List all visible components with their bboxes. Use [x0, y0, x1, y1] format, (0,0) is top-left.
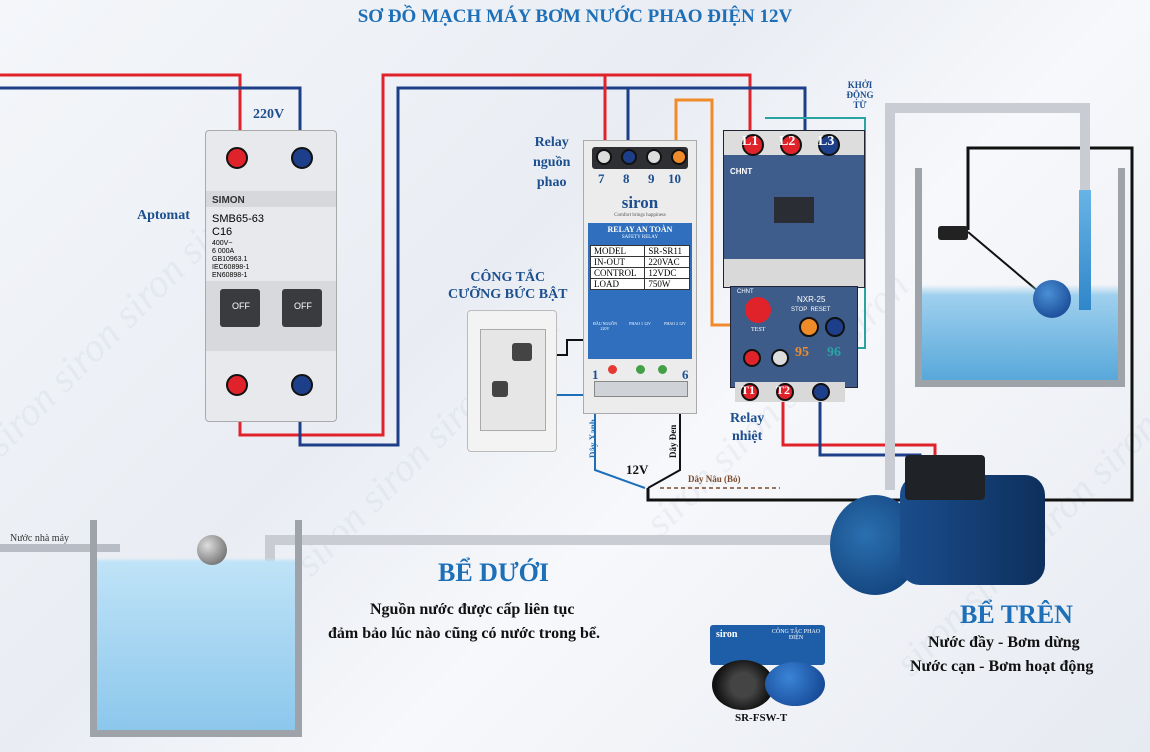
aptomat-label: Aptomat — [137, 208, 190, 223]
product-brand: siron — [716, 629, 738, 640]
contactor-label: KHỞI ĐỘNG TỪ — [846, 80, 874, 110]
terminal-L1-label: L1 — [742, 134, 759, 149]
breaker-toggle-1[interactable]: OFF — [220, 289, 260, 327]
upper-tank-desc-1: Nước đầy - Bơm dừng — [928, 634, 1080, 651]
switch-socket-icon — [492, 381, 508, 397]
contactor: CHNT — [723, 130, 865, 288]
terminal-L2 — [780, 134, 802, 156]
thermal-brand: CHNT — [737, 289, 754, 295]
lower-tank-desc-1: Nguồn nước được cấp liên tục — [370, 601, 575, 618]
upper-tank-title: BỂ TRÊN — [960, 600, 1073, 629]
terminal-95 — [799, 317, 819, 337]
thermal-relay: CHNT NXR-25 STOP RESET TEST — [730, 286, 858, 388]
terminal-95-label: 95 — [795, 345, 809, 360]
wire-brown-label: Dây Nâu (Bỏ) — [688, 474, 741, 484]
terminal-9-label: 9 — [648, 171, 655, 186]
thermal-dial[interactable] — [745, 297, 771, 323]
stop-reset-label: STOP RESET — [791, 307, 831, 313]
lower-tank-desc-2: đảm bảo lúc nào cũng có nước trong bể. — [328, 625, 600, 642]
terminal-T3 — [812, 383, 830, 401]
page-title: SƠ ĐỒ MẠCH MÁY BƠM NƯỚC PHAO ĐIỆN 12V — [357, 6, 793, 27]
breaker-rating: C16 — [212, 226, 233, 238]
lower-tank — [90, 520, 302, 737]
water-pump-icon — [830, 455, 1045, 595]
terminal-97 — [771, 349, 789, 367]
terminal-T2 — [776, 383, 794, 401]
relay-led-red — [608, 365, 617, 374]
product-box-text: CÔNG TẮC PHAO ĐIỆN — [771, 629, 821, 641]
terminal-6-label: 6 — [682, 367, 689, 382]
float-cable-coil-icon — [712, 660, 774, 710]
breaker-output-blue — [291, 374, 313, 396]
relay-input-1: ĐẦU NGUỒN 220V — [592, 321, 618, 331]
terminal-L1 — [742, 134, 764, 156]
manual-switch[interactable] — [467, 310, 557, 452]
water-stream — [1079, 190, 1091, 310]
upper-tank-desc-2: Nước cạn - Bơm hoạt động — [910, 658, 1094, 675]
float-clamp-icon — [938, 226, 968, 240]
terminal-98 — [743, 349, 761, 367]
relay-input-2: PHAO 1 12V — [629, 321, 651, 326]
terminal-9 — [646, 149, 662, 165]
relay-led-green — [636, 365, 645, 374]
contactor-brand: CHNT — [730, 167, 753, 176]
breaker-brand: SIMON — [212, 195, 245, 206]
water-inlet-label: Nước nhà máy — [10, 533, 70, 544]
contactor-actuator — [774, 197, 814, 223]
terminal-7-label: 7 — [598, 171, 605, 186]
terminal-T1-label: T1 — [741, 383, 756, 397]
terminal-T1 — [741, 383, 759, 401]
terminal-T2-label: T2 — [776, 383, 791, 397]
relay-tagline: Comfort brings happiness — [614, 213, 666, 218]
terminal-L3-label: L3 — [818, 134, 835, 149]
test-label: TEST — [751, 327, 766, 333]
product-code-label: SR-FSW-T — [735, 712, 788, 724]
relay-brand-logo: siron — [621, 193, 659, 212]
terminal-10-label: 10 — [668, 171, 681, 186]
breaker-input-red — [226, 147, 248, 169]
float-switch-icon — [1033, 280, 1071, 318]
relay-led-green — [658, 365, 667, 374]
terminal-L3 — [818, 134, 840, 156]
switch-socket-icon — [512, 343, 532, 361]
terminal-96-label: 96 — [827, 345, 841, 360]
relay-input-3: PHAO 2 12V — [664, 321, 686, 326]
relay-terminal-block — [594, 381, 688, 397]
breaker-model: SMB65-63 — [212, 213, 264, 225]
upper-tank — [915, 168, 1125, 387]
lower-tank-title: BỂ DƯỚI — [438, 558, 549, 587]
breaker-output-red — [226, 374, 248, 396]
safety-relay: 7 8 9 10 siron Comfort brings happiness … — [583, 140, 697, 414]
terminal-8-label: 8 — [623, 171, 630, 186]
float-switch-product-icon — [765, 662, 825, 706]
breaker-input-blue — [291, 147, 313, 169]
relay-name: RELAY AN TOÀN — [607, 225, 673, 234]
breaker-toggle-2[interactable]: OFF — [282, 289, 322, 327]
voltage-12-label: 12V — [626, 462, 649, 477]
float-valve-icon — [197, 535, 227, 565]
relay-sub: SAFETY RELAY — [621, 235, 659, 240]
terminal-96 — [825, 317, 845, 337]
terminal-7 — [596, 149, 612, 165]
terminal-8 — [621, 149, 637, 165]
voltage-220-label: 220V — [253, 107, 285, 122]
terminal-L2-label: L2 — [779, 134, 796, 149]
product-box: siron CÔNG TẮC PHAO ĐIỆN — [710, 625, 825, 665]
terminal-10 — [671, 149, 687, 165]
thermal-model: NXR-25 — [797, 295, 826, 304]
terminal-1-label: 1 — [592, 367, 599, 382]
